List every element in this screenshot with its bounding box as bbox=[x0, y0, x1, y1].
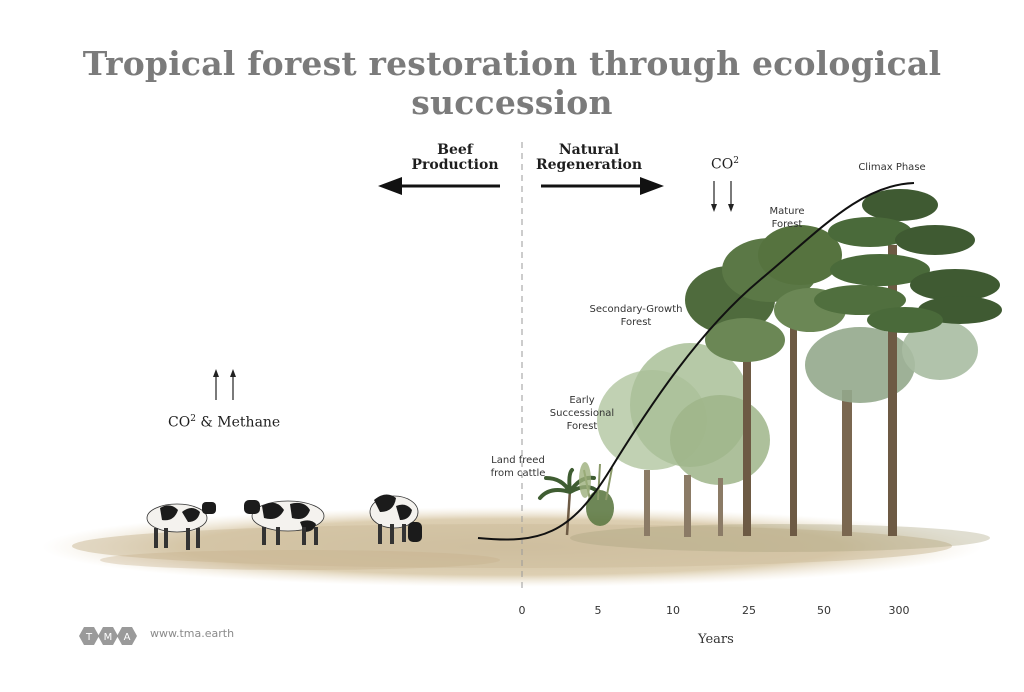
natural-regeneration-line2: Regeneration bbox=[535, 157, 643, 173]
natural-regeneration-line1: Natural bbox=[558, 142, 620, 158]
axis-tick: 10 bbox=[666, 604, 680, 617]
website-link[interactable]: www.tma.earth bbox=[150, 627, 235, 640]
beef-production-line2: Production bbox=[411, 157, 499, 173]
stage-secondary-line1: Secondary-Growth bbox=[589, 304, 683, 315]
stage-climax-line1: Climax Phase bbox=[858, 162, 926, 173]
co2-methane-label: CO2 & Methane bbox=[168, 414, 280, 431]
stage-secondary-line2: Forest bbox=[620, 317, 652, 328]
natural-regeneration-arrow bbox=[541, 177, 664, 195]
co2-subscript: 2 bbox=[733, 156, 739, 166]
axis-tick: 25 bbox=[742, 604, 756, 617]
stage-early-line1: Early bbox=[569, 395, 595, 406]
stage-mature-line2: Forest bbox=[771, 219, 803, 230]
stage-mature-forest: Mature Forest bbox=[756, 205, 818, 231]
natural-regeneration-label: Natural Regeneration bbox=[533, 143, 645, 173]
cow-3 bbox=[369, 494, 422, 544]
sequestration-down-arrows bbox=[711, 181, 734, 212]
beef-production-arrow bbox=[378, 177, 500, 195]
cow-2 bbox=[244, 500, 325, 545]
axis-tick: 5 bbox=[594, 604, 602, 617]
mature-trees bbox=[685, 225, 978, 536]
cow-1 bbox=[146, 502, 216, 550]
stage-secondary-growth: Secondary-Growth Forest bbox=[582, 303, 690, 329]
succession-curve bbox=[477, 182, 915, 541]
stage-land-freed-line2: from cattle bbox=[490, 468, 546, 479]
stage-early-line2: Successional bbox=[549, 408, 615, 419]
logo-letter-t: T bbox=[85, 632, 93, 643]
co2-label: CO2 bbox=[711, 156, 739, 173]
tma-logo: T M A bbox=[79, 627, 137, 645]
emission-up-arrows bbox=[213, 369, 236, 400]
axis-tick: 50 bbox=[817, 604, 831, 617]
stage-early-line3: Forest bbox=[566, 421, 598, 432]
stage-mature-line1: Mature bbox=[769, 206, 805, 217]
axis-tick: 0 bbox=[518, 604, 526, 617]
secondary-growth-trees bbox=[597, 343, 770, 537]
stage-land-freed-line1: Land freed bbox=[491, 455, 545, 466]
stage-climax-phase: Climax Phase bbox=[850, 161, 934, 174]
co2-methane-suffix: & Methane bbox=[195, 414, 281, 431]
axis-label: Years bbox=[698, 632, 734, 647]
axis-tick: 300 bbox=[888, 604, 910, 617]
stage-land-freed: Land freed from cattle bbox=[478, 454, 558, 480]
beef-production-label: Beef Production bbox=[400, 143, 510, 173]
beef-production-line1: Beef bbox=[437, 142, 473, 158]
co2-methane-prefix: CO bbox=[168, 414, 191, 431]
logo-letter-a: A bbox=[124, 632, 131, 643]
early-vegetation bbox=[538, 462, 614, 536]
co2-methane-sup: 2 bbox=[190, 414, 196, 424]
page-title: Tropical forest restoration through ecol… bbox=[82, 44, 942, 122]
climax-trees bbox=[814, 189, 1002, 536]
co2-text: CO bbox=[711, 156, 734, 173]
logo-letter-m: M bbox=[104, 632, 113, 643]
stage-early-successional: Early Successional Forest bbox=[542, 394, 622, 433]
